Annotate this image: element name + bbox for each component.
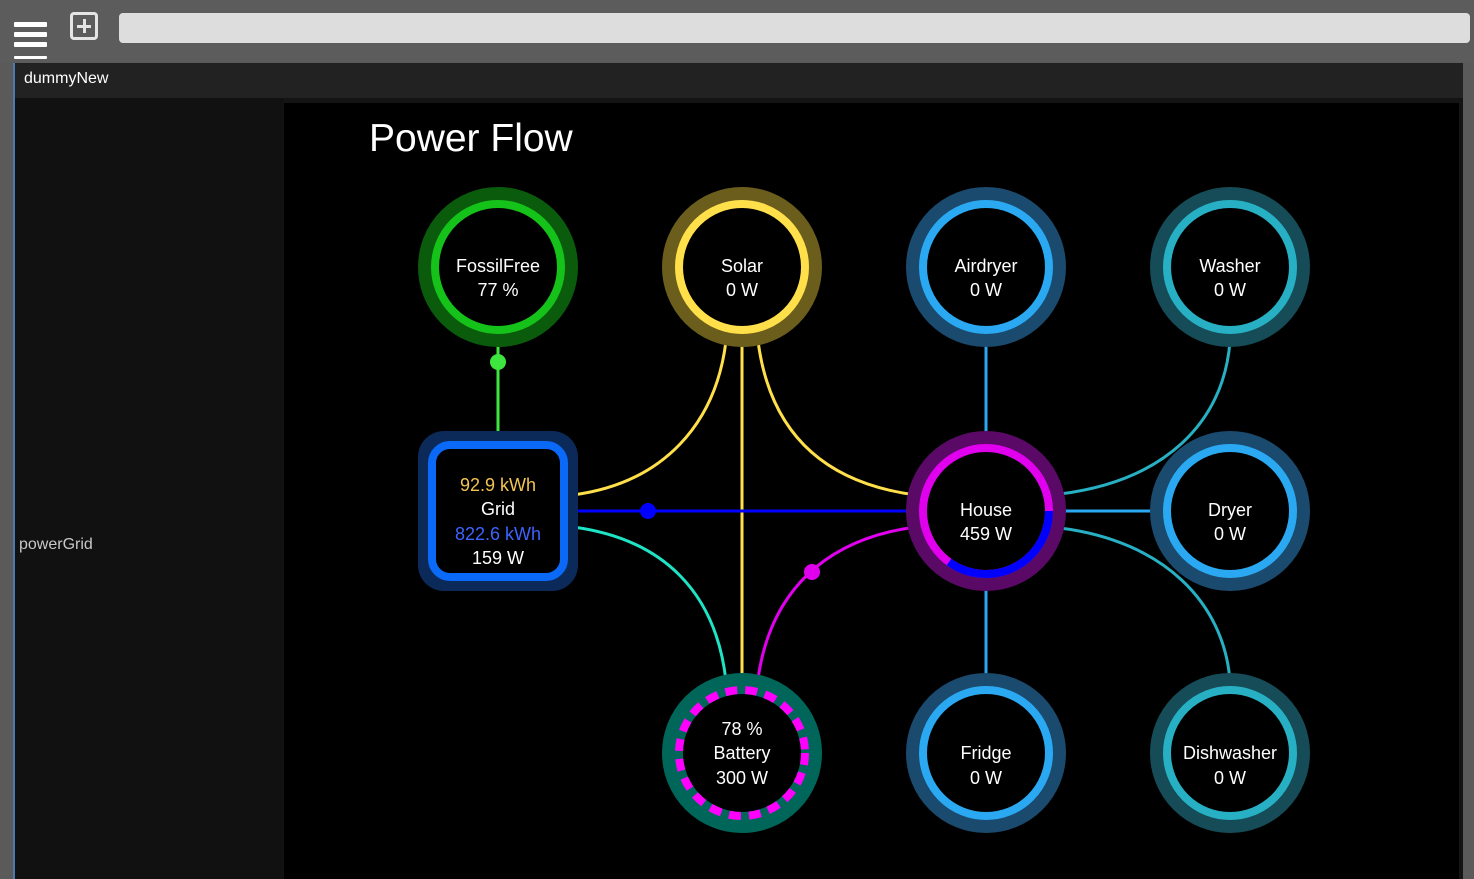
node-grid: 92.9 kWh Grid 822.6 kWh 159 W xyxy=(418,431,578,591)
group-label: powerGrid xyxy=(19,536,93,553)
battery-soc: 78 % xyxy=(721,719,762,739)
window-title: dummyNew xyxy=(24,70,109,87)
solar-value: 0 W xyxy=(726,280,758,300)
node-washer[interactable]: Washer 0 W xyxy=(1150,187,1310,347)
hamburger-menu-icon[interactable] xyxy=(14,18,48,62)
house-value: 459 W xyxy=(960,524,1012,544)
battery-label: Battery xyxy=(713,743,770,763)
node-solar: Solar 0 W xyxy=(662,187,822,347)
dryer-label: Dryer xyxy=(1208,500,1252,520)
node-airdryer[interactable]: Airdryer 0 W xyxy=(906,187,1066,347)
flow-dot-fossilfree xyxy=(490,354,506,370)
plus-square-icon[interactable] xyxy=(70,12,98,40)
dishwasher-label: Dishwasher xyxy=(1183,743,1277,763)
house-label: House xyxy=(960,500,1012,520)
node-dishwasher[interactable]: Dishwasher 0 W xyxy=(1150,673,1310,833)
flow-dot-grid xyxy=(640,503,656,519)
dashboard-window: dummyNew powerGrid Power Flow xyxy=(13,63,1463,879)
fridge-value: 0 W xyxy=(970,768,1002,788)
node-dryer[interactable]: Dryer 0 W xyxy=(1150,431,1310,591)
window-header: dummyNew xyxy=(15,63,1463,98)
top-bar xyxy=(0,0,1474,62)
panel-title: Power Flow xyxy=(369,117,573,160)
fossilfree-label: FossilFree xyxy=(456,256,540,276)
link-grid-battery xyxy=(572,525,728,682)
power-flow-diagram: FossilFree 77 % Solar 0 W Airdryer 0 W xyxy=(418,187,1310,833)
airdryer-label: Airdryer xyxy=(954,256,1017,276)
link-battery-house xyxy=(756,525,917,680)
link-house-washer xyxy=(1059,340,1232,496)
grid-import: 92.9 kWh xyxy=(460,475,536,495)
fossilfree-value: 77 % xyxy=(477,280,518,300)
solar-label: Solar xyxy=(721,256,763,276)
grid-label: Grid xyxy=(481,499,515,519)
washer-value: 0 W xyxy=(1214,280,1246,300)
grid-export: 822.6 kWh xyxy=(455,524,541,544)
battery-soc-ring xyxy=(675,686,809,820)
dishwasher-value: 0 W xyxy=(1214,768,1246,788)
washer-label: Washer xyxy=(1199,256,1260,276)
link-solar-grid xyxy=(572,340,728,497)
power-flow-panel: Power Flow xyxy=(284,103,1459,879)
node-house: House 459 W xyxy=(906,431,1066,591)
battery-value: 300 W xyxy=(716,768,768,788)
fridge-label: Fridge xyxy=(960,743,1011,763)
flow-dot-battery xyxy=(804,564,820,580)
group-sidebar: powerGrid xyxy=(15,98,283,879)
node-fossilfree: FossilFree 77 % xyxy=(418,187,578,347)
node-fridge[interactable]: Fridge 0 W xyxy=(906,673,1066,833)
address-input[interactable] xyxy=(119,13,1470,43)
airdryer-value: 0 W xyxy=(970,280,1002,300)
grid-value: 159 W xyxy=(472,548,524,568)
house-grid-arc xyxy=(946,510,1053,579)
link-house-dishwasher xyxy=(1059,526,1232,682)
dryer-value: 0 W xyxy=(1214,524,1246,544)
node-battery: 78 % Battery 300 W xyxy=(662,673,822,833)
link-solar-house xyxy=(756,340,917,497)
